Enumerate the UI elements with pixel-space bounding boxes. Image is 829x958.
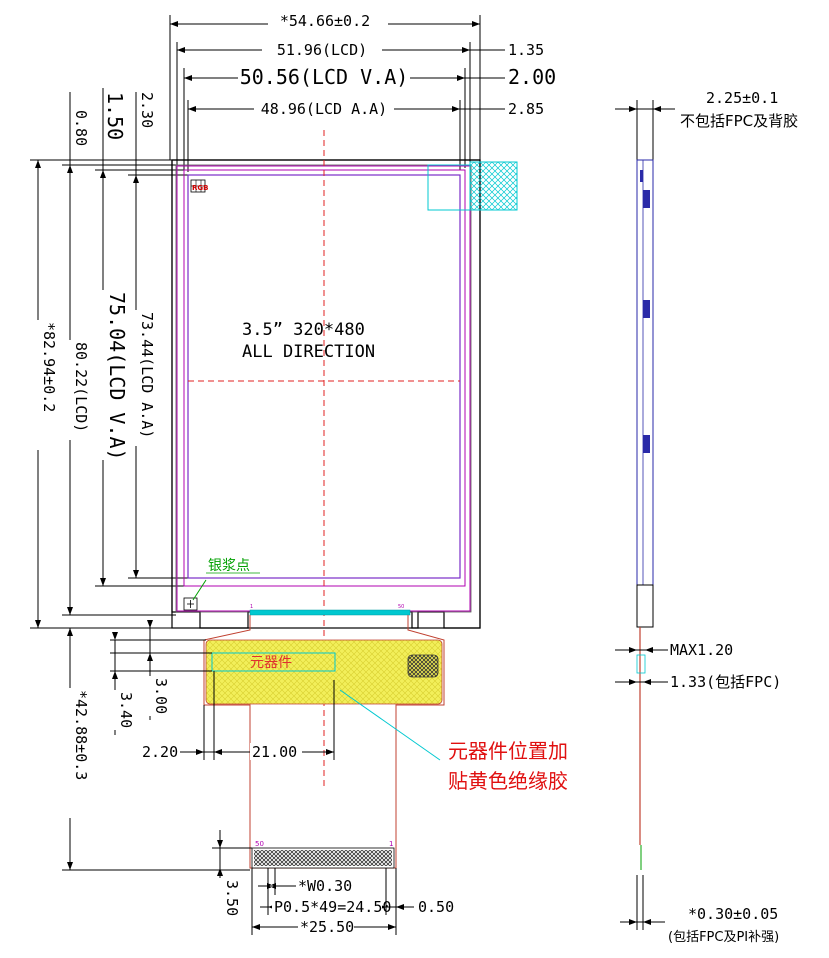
screen-spec-line1: 3.5” 320*480 <box>242 320 365 340</box>
dim-fpc-length: *42.88±0.3 <box>72 690 90 780</box>
pin-label-left: 50 <box>255 840 264 848</box>
dim-lcd-view-height: 75.04(LCD V.A) <box>105 292 129 461</box>
dim-offset-1: 0.80 <box>72 110 90 146</box>
dim-offset-2: 1.50 <box>103 92 127 140</box>
insulation-note-line1: 元器件位置加 <box>448 739 568 763</box>
bond-mark-left: 1 <box>250 604 253 610</box>
dim-2-20: 2.20 <box>142 743 178 761</box>
dim-lcd-view-area: 50.56(LCD V.A) <box>240 65 409 89</box>
dim-3-00: 3.00 <box>152 678 170 714</box>
dim-w030: *W0.30 <box>298 877 352 895</box>
fpc-tail: 元器件 50 1 3.00 3.40 2.20 21.00 元器件位置加 <box>107 615 568 936</box>
dim-offset-3: 2.30 <box>138 92 156 128</box>
component-label: 元器件 <box>250 655 292 671</box>
side-fpc-thickness-note: (包括FPC及PI补强) <box>668 930 779 945</box>
dim-right-1: 1.35 <box>508 41 544 59</box>
dim-right-2: 2.00 <box>508 65 556 89</box>
dim-overall-width: *54.66±0.2 <box>280 12 370 30</box>
dim-25-50: *25.50 <box>300 918 354 936</box>
side-with-fpc: 1.33(包括FPC) <box>670 673 781 691</box>
dim-lcd-active-height: 73.44(LCD A.A) <box>138 312 156 438</box>
pin-label-right: 1 <box>389 840 393 848</box>
side-thickness: 2.25±0.1 <box>706 89 778 107</box>
side-thickness-note: 不包括FPC及背胶 <box>680 112 798 130</box>
dim-3-40: 3.40 <box>117 692 135 728</box>
dim-pitch: P0.5*49=24.50 <box>274 898 391 916</box>
lcd-module-front: RGB 3.5” 320*480 ALL DIRECTION 银浆点 1 50 <box>171 130 518 790</box>
side-fpc-thickness: *0.30±0.05 <box>688 905 778 923</box>
dim-lcd-height: 80.22(LCD) <box>72 342 90 432</box>
dim-21-00: 21.00 <box>252 743 297 761</box>
side-max: MAX1.20 <box>670 641 733 659</box>
silver-dot-label: 银浆点 <box>208 558 250 574</box>
top-dimensions: *54.66±0.2 51.96(LCD) 50.56(LCD V.A) 48.… <box>169 12 556 172</box>
side-view: 2.25±0.1 不包括FPC及背胶 MAX1.20 1.33(包括FPC) *… <box>615 89 798 945</box>
dim-lcd-active-area: 48.96(LCD A.A) <box>261 100 387 118</box>
dim-overall-height: *82.94±0.2 <box>40 322 58 412</box>
dim-right-3: 2.85 <box>508 100 544 118</box>
screen-spec-line2: ALL DIRECTION <box>242 342 375 362</box>
rgb-mark: RGB <box>192 184 208 192</box>
insulation-note-line2: 贴黄色绝缘胶 <box>448 769 568 793</box>
dim-lcd-width: 51.96(LCD) <box>277 41 367 59</box>
dim-3-50: 3.50 <box>223 880 241 916</box>
left-dimensions: 0.80 1.50 2.30 *82.94±0.2 80.22(LCD) 75.… <box>30 88 250 871</box>
dim-0-50: 0.50 <box>418 898 454 916</box>
bond-mark-right: 50 <box>398 604 404 610</box>
